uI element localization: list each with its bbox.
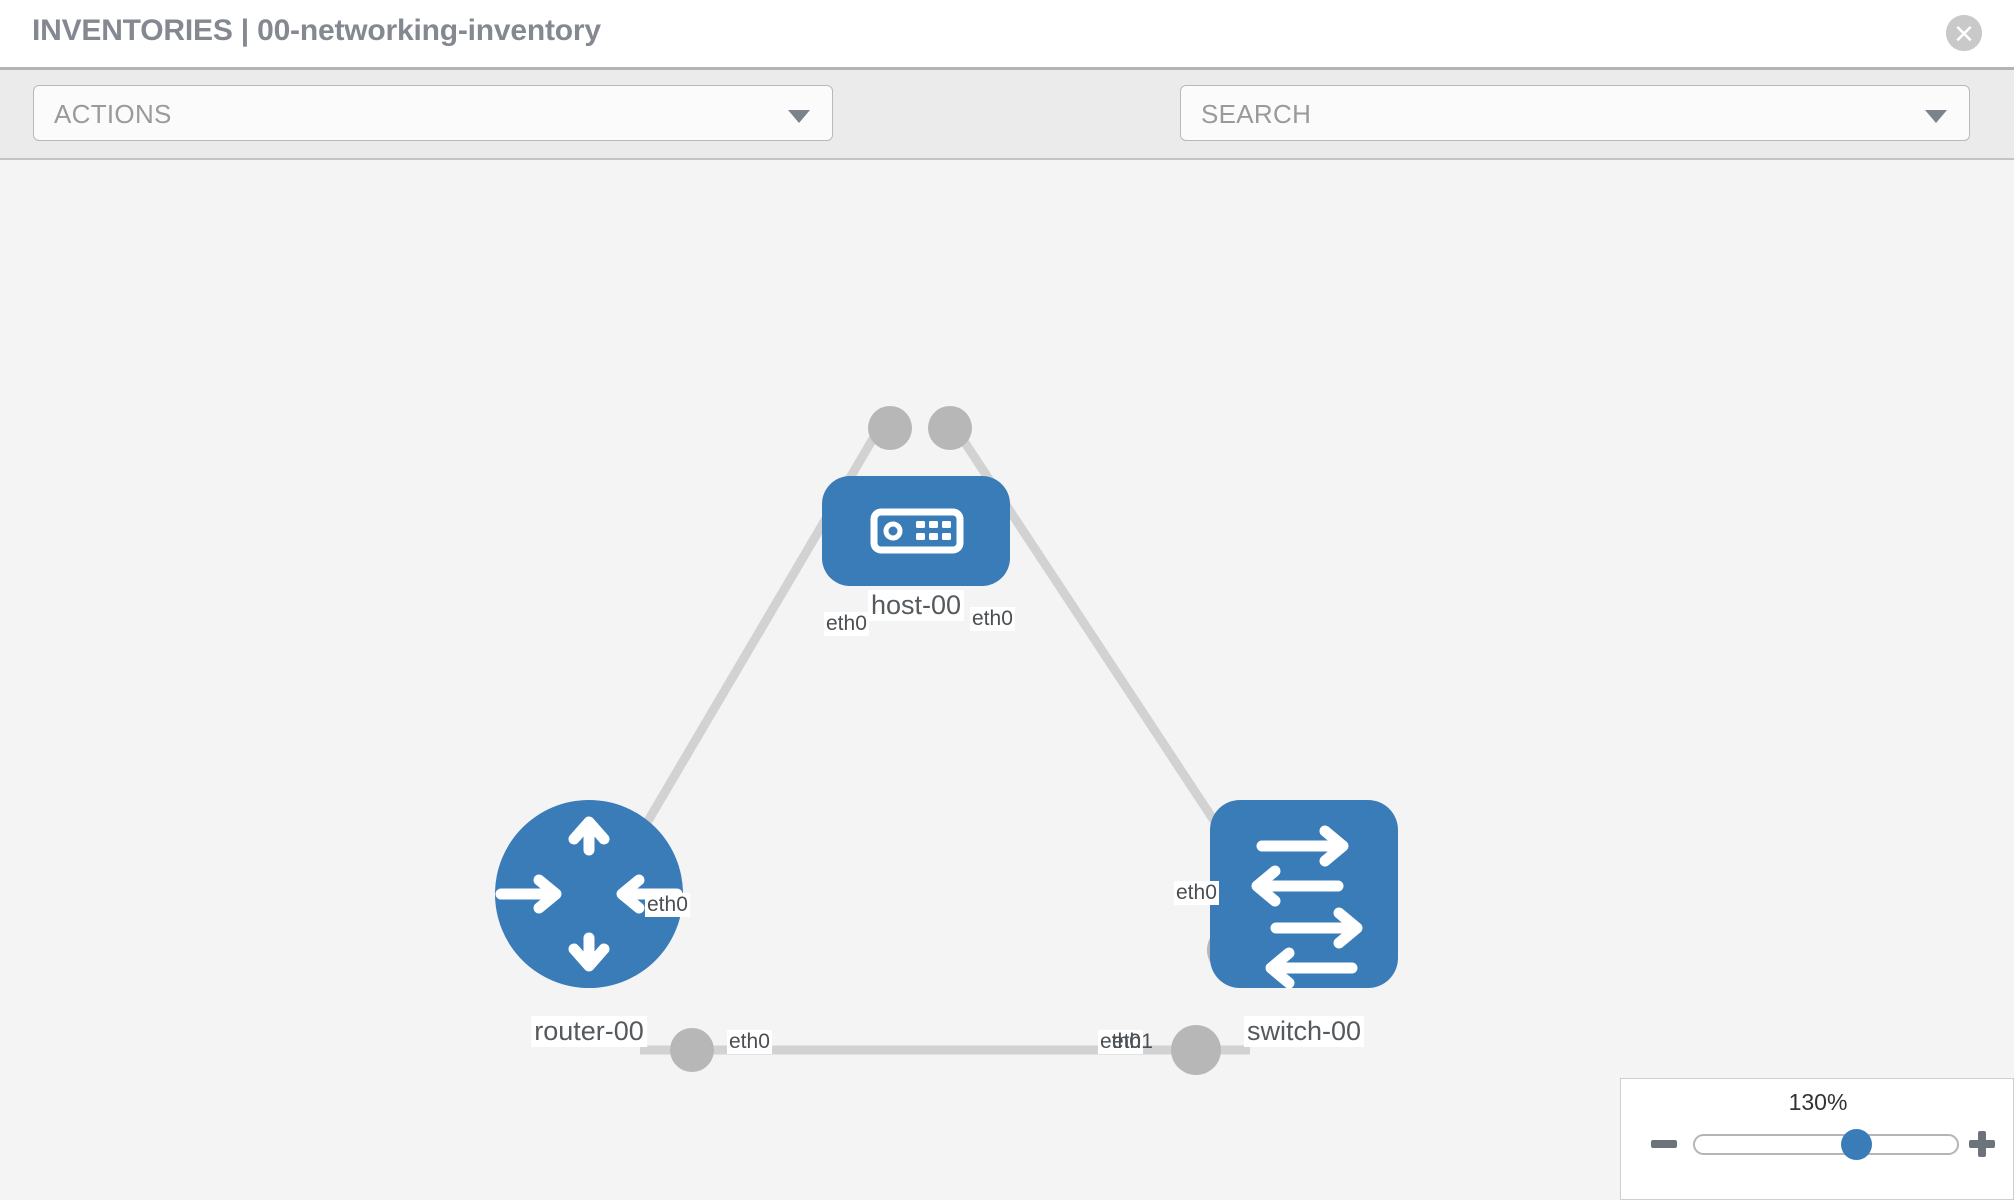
connector-switch-left[interactable] [1171, 1025, 1221, 1075]
edge-label-switch-eth0-left: eth0 [1098, 1030, 1143, 1054]
node-label-host: host-00 [867, 590, 965, 621]
edge-label-router-eth0-right: eth0 [727, 1030, 772, 1054]
chevron-down-icon [788, 110, 810, 123]
page-header: INVENTORIES | 00-networking-inventory [0, 0, 2014, 70]
page-title: INVENTORIES | 00-networking-inventory [32, 14, 601, 47]
actions-dropdown-label: ACTIONS [54, 99, 172, 129]
actions-dropdown[interactable]: ACTIONS [33, 85, 833, 141]
edge-label-switch-eth1-left: eth1 [1112, 1030, 1153, 1053]
edge-label-switch-eth0-up: eth0 [1174, 881, 1219, 905]
chevron-down-icon [1925, 110, 1947, 123]
zoom-slider-thumb[interactable] [1841, 1129, 1872, 1160]
server-icon [870, 508, 964, 554]
search-input[interactable]: SEARCH [1180, 85, 1970, 141]
edge-label-host-eth0-left: eth0 [824, 612, 869, 636]
close-icon[interactable] [1946, 15, 1982, 51]
connector-host-right[interactable] [928, 406, 972, 450]
zoom-control-panel: 130% [1620, 1078, 2014, 1200]
zoom-level-label: 130% [1788, 1089, 1848, 1115]
edge-label-router-eth0-up: eth0 [645, 893, 690, 917]
node-host-00[interactable] [822, 476, 1010, 586]
node-switch-00[interactable] [1210, 800, 1398, 989]
toolbar: ACTIONS SEARCH [0, 70, 2014, 200]
connector-router-right[interactable] [670, 1028, 714, 1072]
minus-icon[interactable] [1647, 1127, 1681, 1161]
edge-label-host-eth0-right: eth0 [970, 607, 1015, 631]
connector-host-left[interactable] [868, 406, 912, 450]
topology-graph [495, 406, 1398, 1075]
switch-icon [1251, 825, 1363, 989]
node-label-router: router-00 [531, 1016, 647, 1047]
zoom-slider[interactable] [1693, 1129, 1959, 1160]
node-label-switch: switch-00 [1243, 1016, 1365, 1047]
plus-icon[interactable] [1965, 1127, 1999, 1161]
zoom-slider-row [1621, 1125, 2014, 1169]
search-placeholder: SEARCH [1201, 99, 1312, 129]
topology-canvas[interactable]: host-00 router-00 switch-00 eth0 eth0 et… [0, 158, 2014, 1200]
